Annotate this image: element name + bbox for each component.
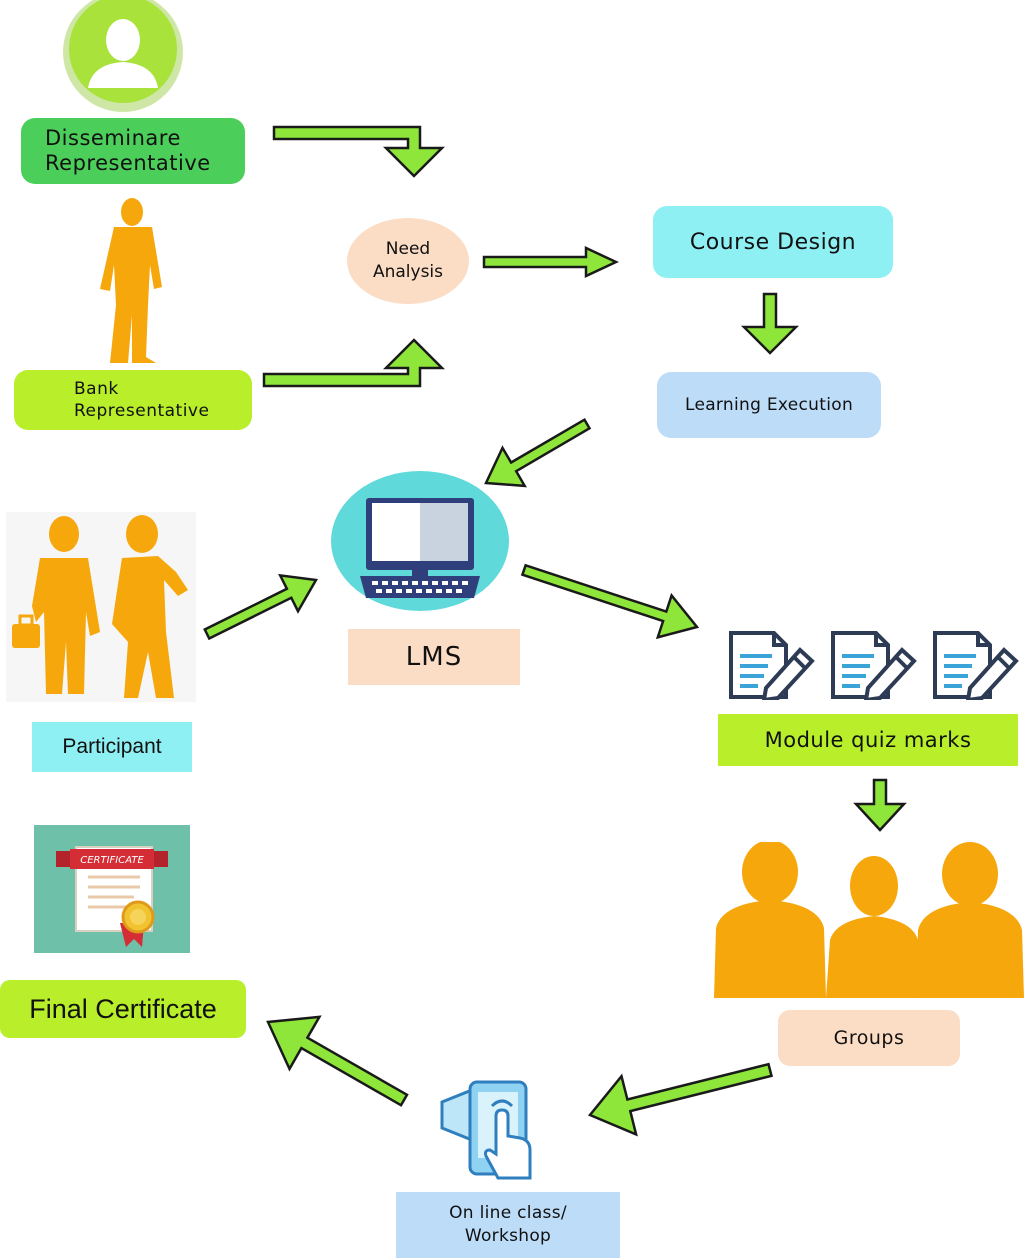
person-silhouette-icon [100,198,162,363]
online-class-workshop-text: On line class/ Workshop [449,1203,567,1246]
group-people-icon [714,842,1024,998]
groups-label: Groups [778,1010,960,1066]
user-avatar-icon [63,0,183,112]
lms-text: LMS [405,642,463,672]
disseminare-representative-text: Disseminare Representative [45,126,211,175]
quiz-sheet-icon [831,631,917,700]
module-quiz-marks-label: Module quiz marks [718,714,1018,766]
business-people-icon [6,512,196,702]
participant-label: Participant [32,722,192,772]
quiz-sheet-icon [933,631,1019,700]
arrow-groups-to-online-class [587,1062,774,1137]
quiz-sheet-icon [729,631,815,700]
online-class-workshop-label: On line class/ Workshop [396,1192,620,1258]
module-quiz-marks-text: Module quiz marks [764,728,972,752]
arrow-need-analysis-to-course-design [482,246,619,278]
course-design-text: Course Design [689,229,857,255]
arrow-bank-to-need-analysis [262,338,446,388]
learning-execution-node: Learning Execution [657,372,881,438]
arrow-disseminare-to-need-analysis [272,125,446,178]
need-analysis-node: Need Analysis [347,218,469,304]
final-certificate-label: Final Certificate [0,980,246,1038]
need-analysis-text: Need Analysis [372,239,444,282]
final-certificate-text: Final Certificate [29,993,217,1024]
arrow-lms-to-module-quiz [520,563,700,640]
bank-representative-label: Bank Representative [14,370,252,430]
arrow-participant-to-lms [203,573,319,641]
bank-representative-text: Bank Representative [74,379,210,421]
arrow-module-quiz-to-groups [853,778,907,832]
certificate-icon: CERTIFICATE [34,825,190,953]
groups-text: Groups [833,1027,905,1049]
touch-screen-icon [440,1080,532,1180]
arrow-online-class-to-final-certificate [266,1015,409,1107]
learning-execution-text: Learning Execution [684,395,854,415]
computer-monitor-icon [331,471,509,611]
disseminare-representative-label: Disseminare Representative [21,118,245,184]
course-design-node: Course Design [653,206,893,278]
arrow-course-design-to-learning-execution [740,292,800,355]
participant-text: Participant [62,735,162,758]
arrow-learning-execution-to-lms [484,417,592,488]
lms-label: LMS [348,629,520,685]
certificate-seal-text: CERTIFICATE [80,855,144,866]
